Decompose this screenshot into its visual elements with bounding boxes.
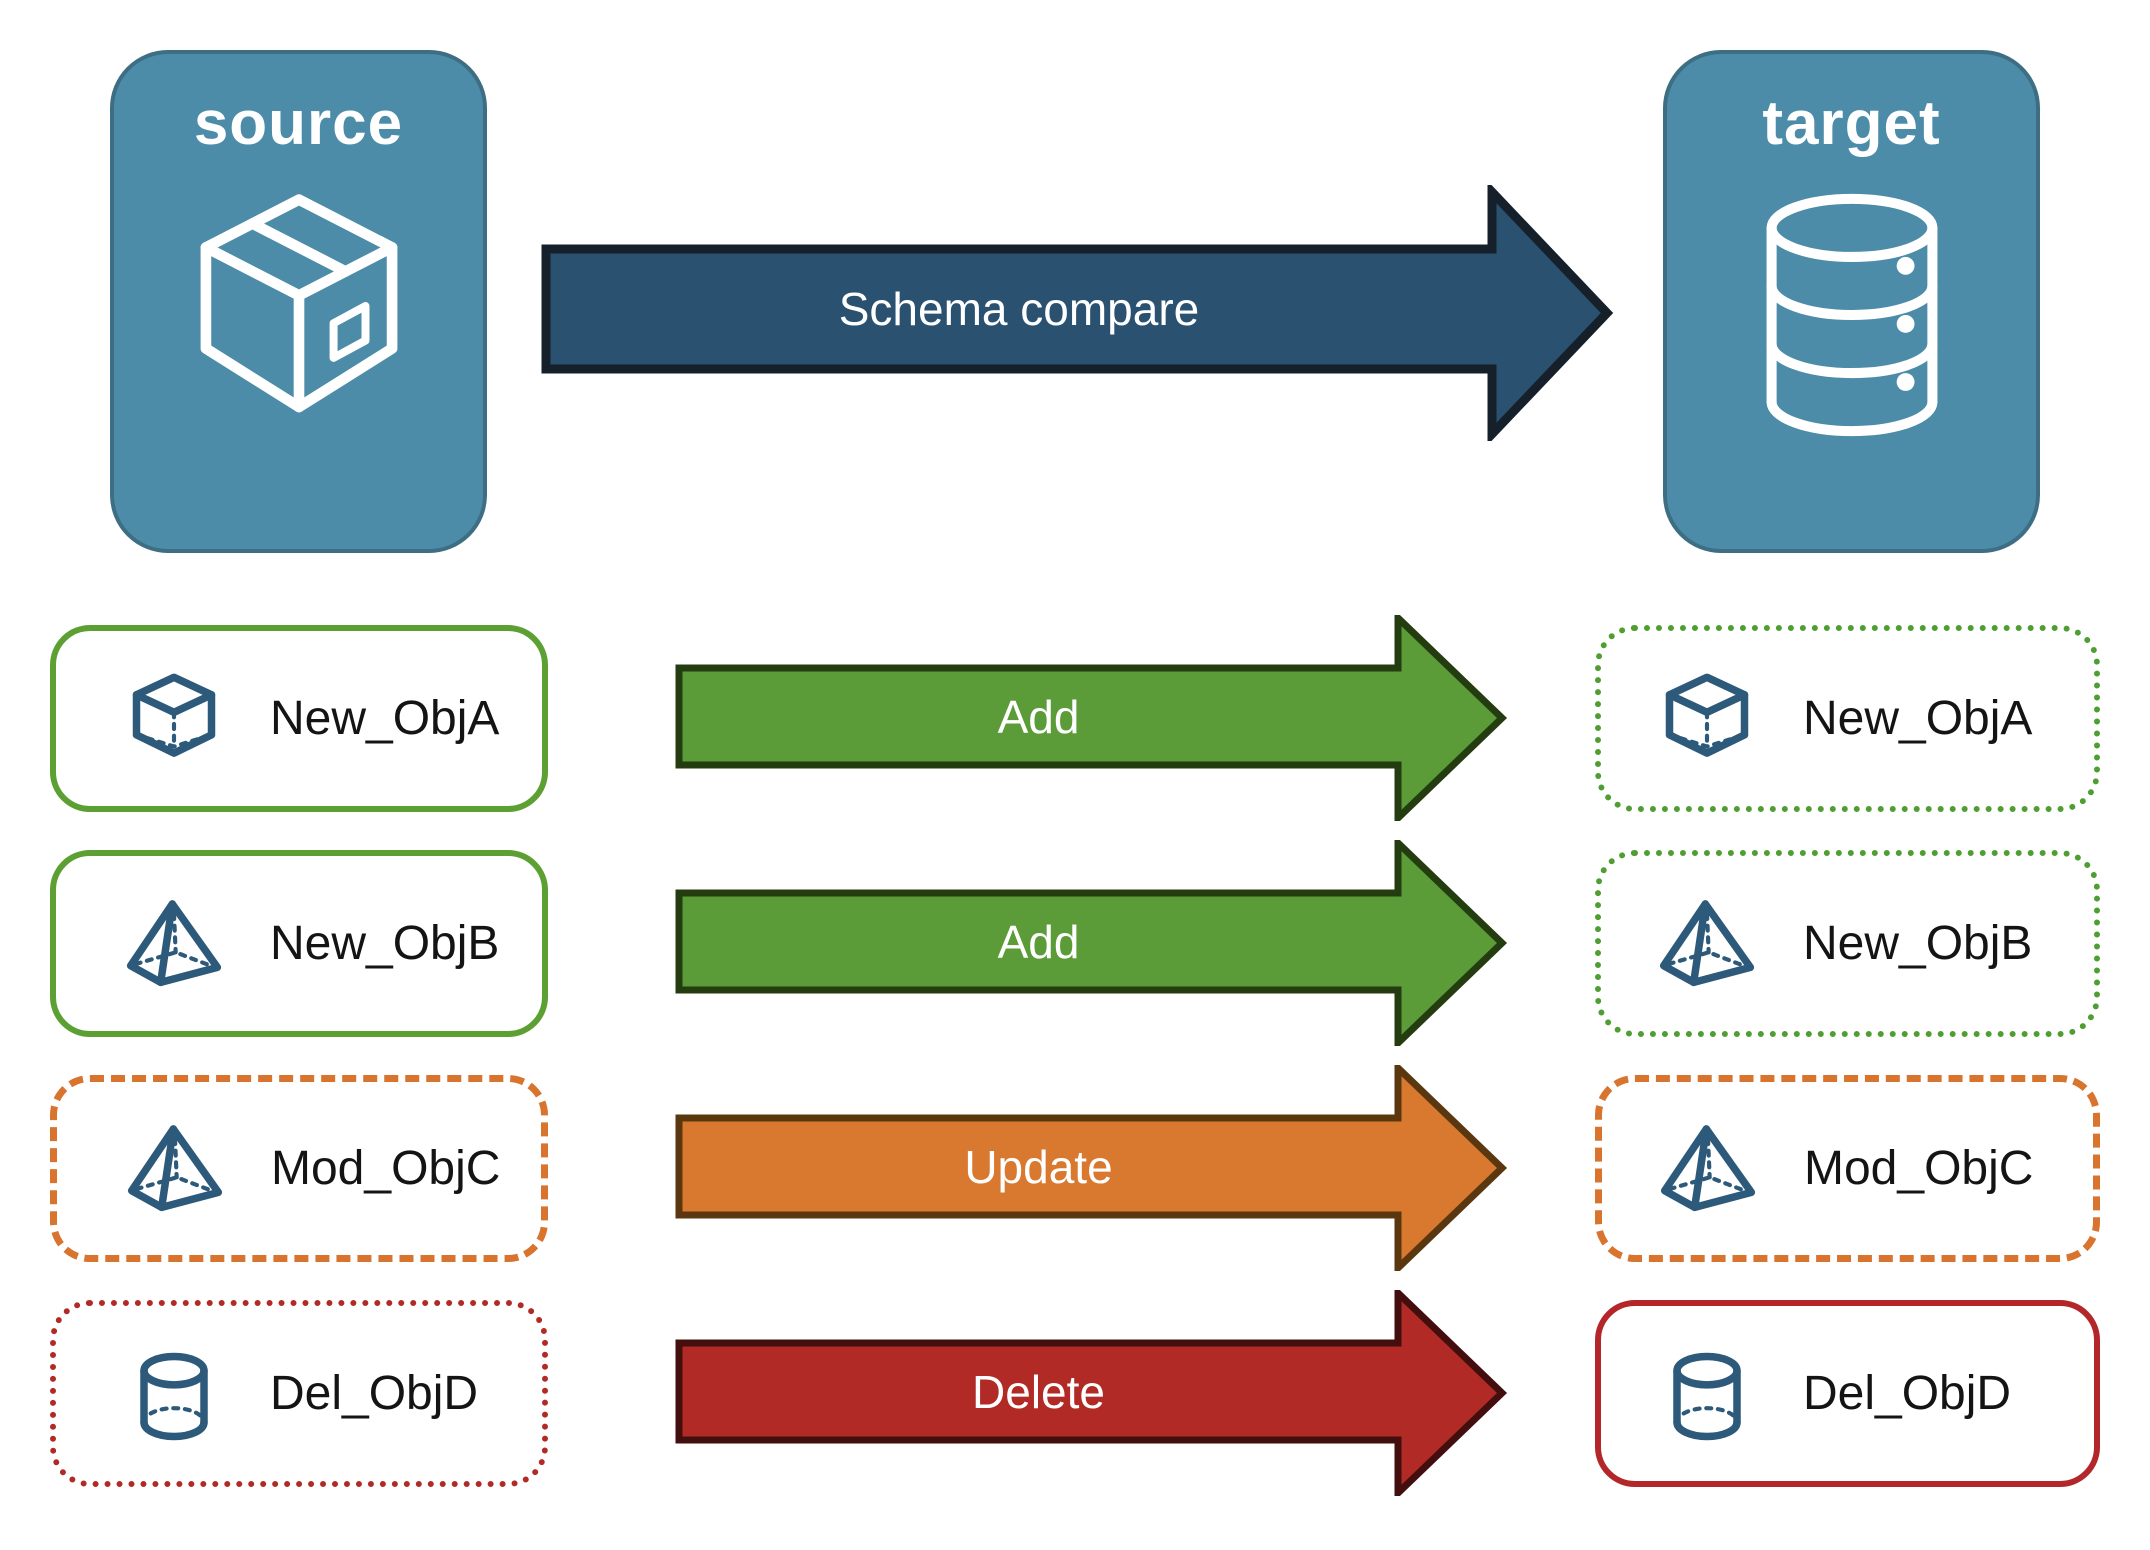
schema-compare-arrow: [541, 185, 1614, 441]
source-item-new-objb: New_ObjB: [50, 850, 548, 1037]
item-label: Mod_ObjC: [271, 1142, 501, 1195]
item-label: New_ObjB: [1803, 917, 2033, 970]
source-item-mod-objc: Mod_ObjC: [50, 1075, 548, 1262]
source-node-title: source: [193, 89, 404, 158]
pyramid-icon: [126, 899, 222, 986]
cube-icon: [132, 673, 216, 757]
target-item-new-objb: New_ObjB: [1595, 850, 2100, 1037]
item-label: New_ObjA: [1803, 692, 2033, 745]
item-label: New_ObjA: [270, 692, 500, 745]
database-icon: [1766, 193, 1937, 437]
target-item-new-obja: New_ObjA: [1595, 625, 2100, 812]
cylinder-icon: [1673, 1352, 1741, 1440]
item-label: Del_ObjD: [270, 1367, 479, 1420]
delete-arrow-row4: [675, 1290, 1508, 1496]
add-arrow-row1: [675, 615, 1508, 821]
target-node-title: target: [1762, 89, 1941, 158]
pyramid-icon: [127, 1124, 223, 1211]
update-arrow-row3: [675, 1065, 1508, 1271]
source-item-new-obja: New_ObjA: [50, 625, 548, 812]
cube-icon: [1665, 673, 1749, 757]
target-item-mod-objc: Mod_ObjC: [1595, 1075, 2100, 1262]
target-item-del-objd: Del_ObjD: [1595, 1300, 2100, 1487]
source-item-del-objd: Del_ObjD: [50, 1300, 548, 1487]
target-node: target: [1663, 50, 2040, 553]
pyramid-icon: [1660, 1124, 1756, 1211]
item-label: Mod_ObjC: [1804, 1142, 2034, 1195]
add-arrow-row2: [675, 840, 1508, 1046]
source-node: source: [110, 50, 487, 553]
cylinder-icon: [140, 1352, 208, 1440]
item-label: Del_ObjD: [1803, 1367, 2012, 1420]
pyramid-icon: [1659, 899, 1755, 986]
item-label: New_ObjB: [270, 917, 500, 970]
package-box-icon: [200, 194, 397, 413]
